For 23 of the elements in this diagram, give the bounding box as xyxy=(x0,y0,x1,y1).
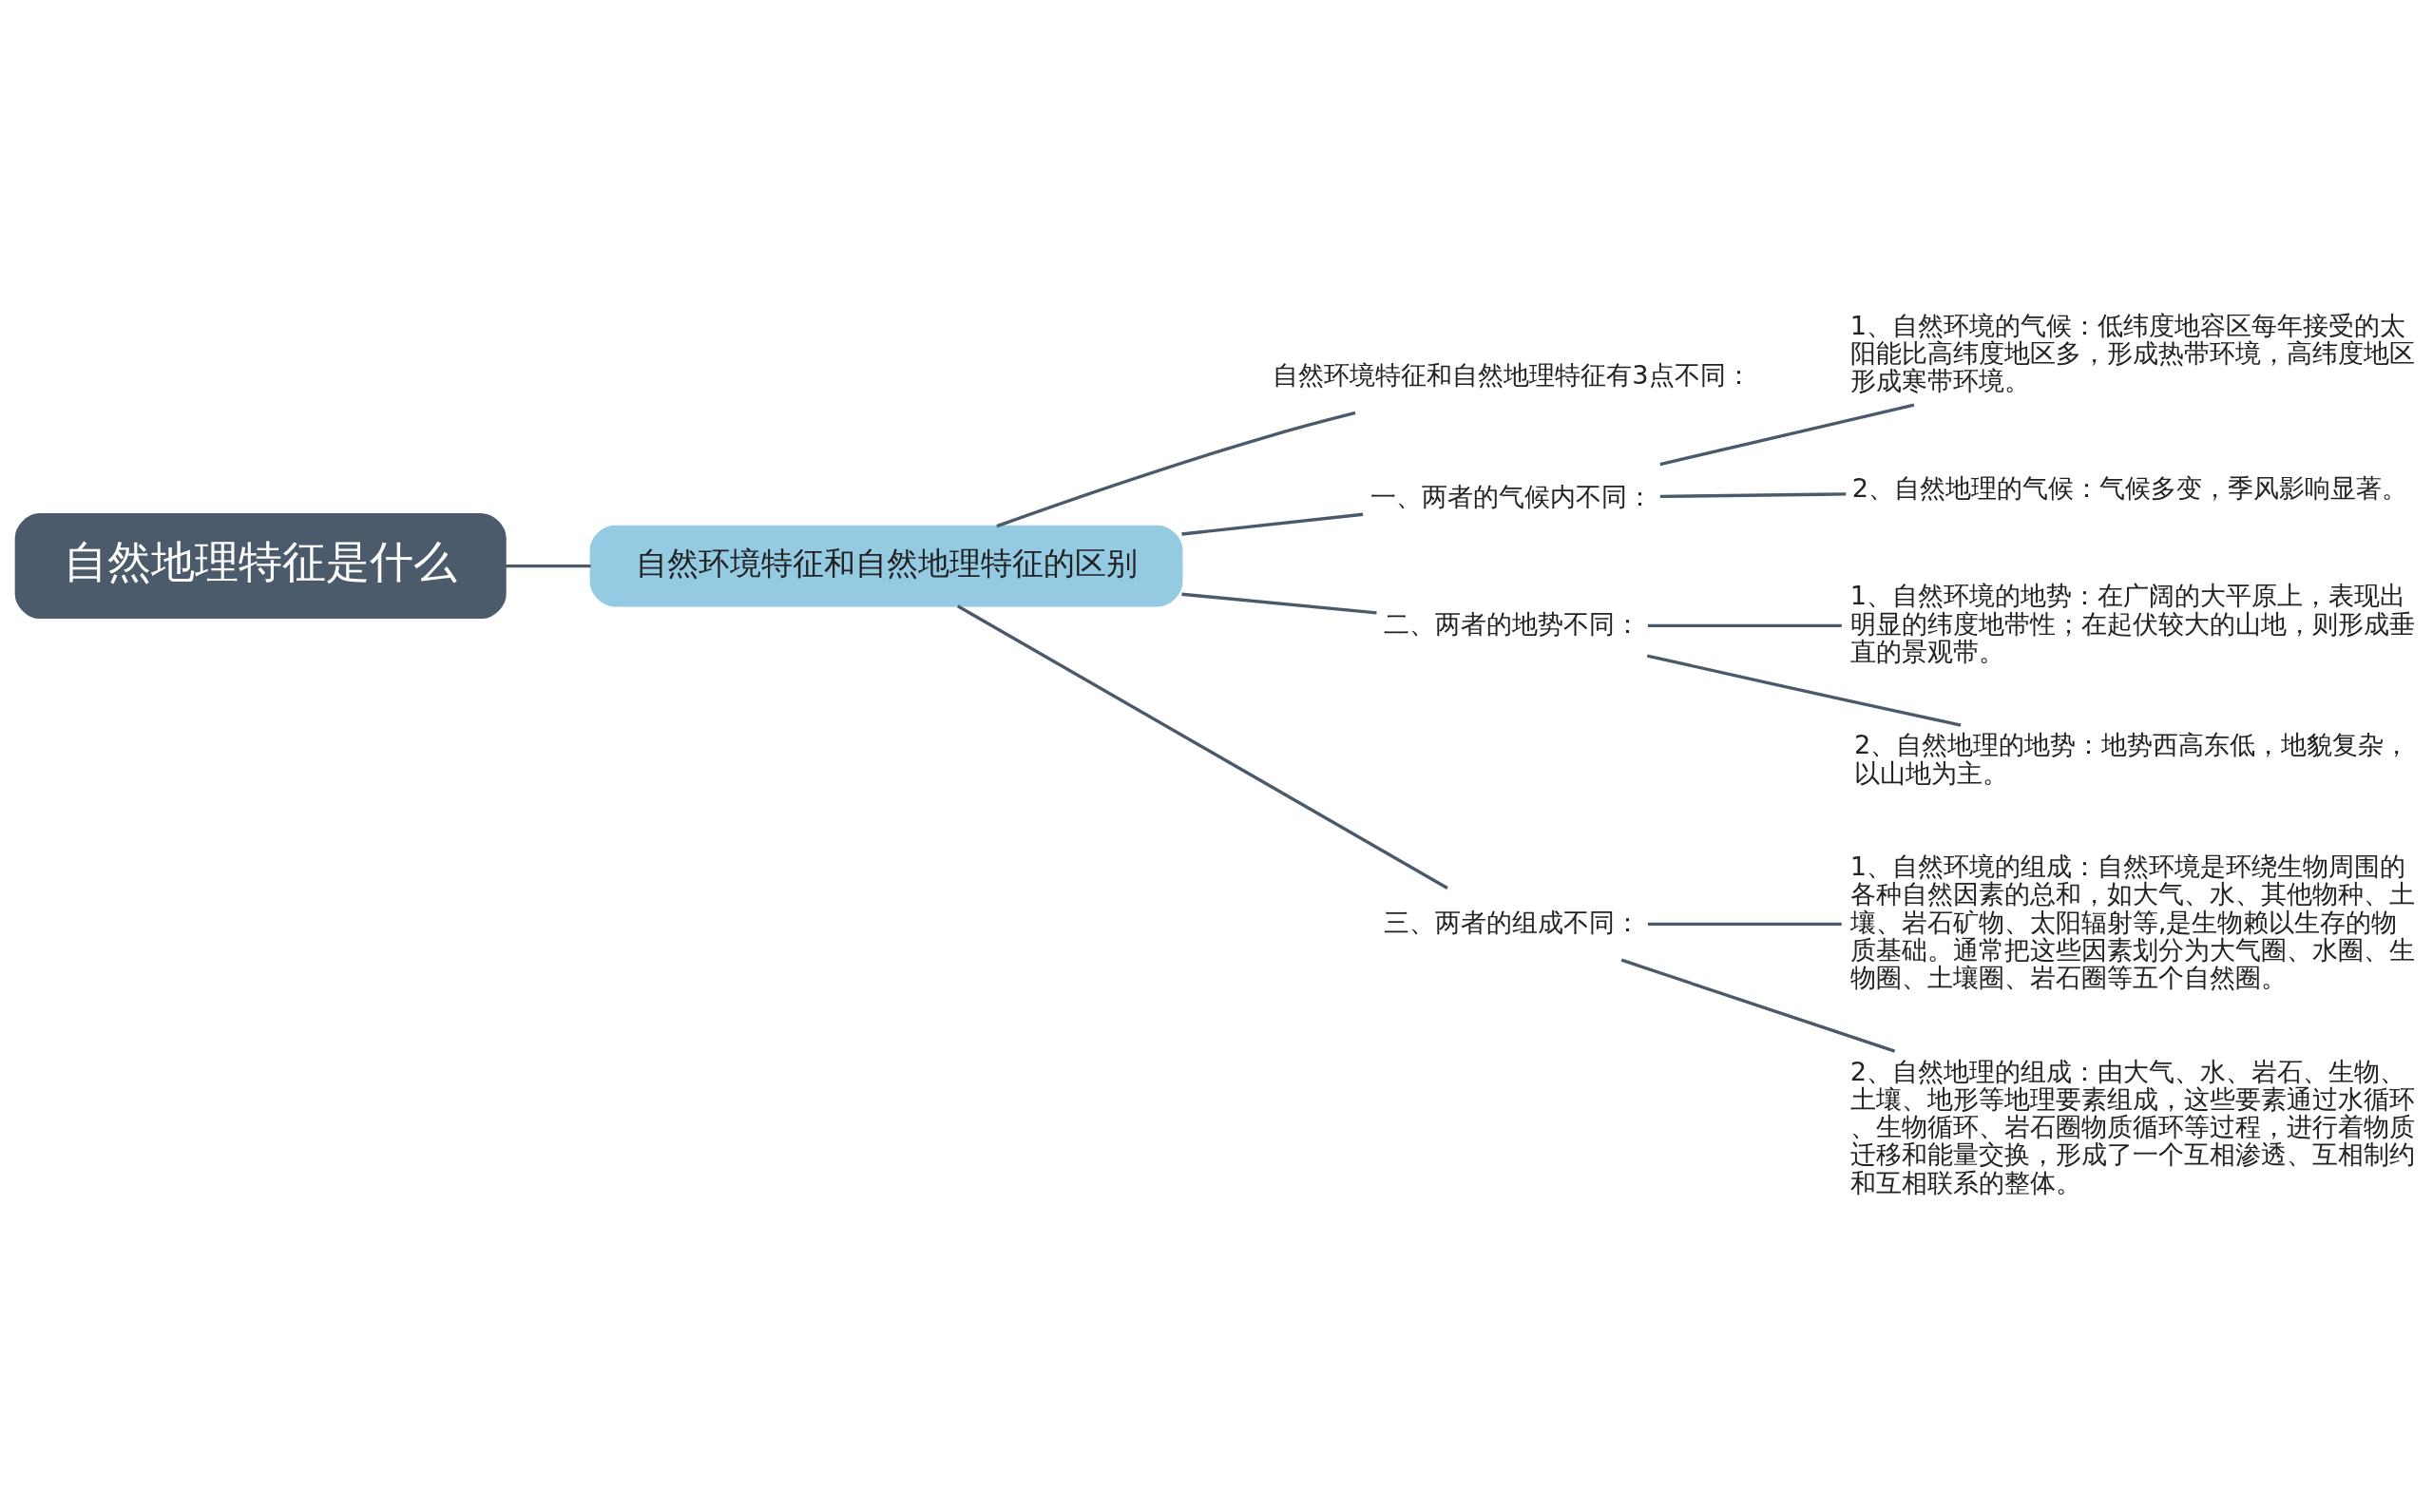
node-text: 自然环境特征和自然地理特征有3点不同： xyxy=(1273,359,1752,390)
connector xyxy=(1181,592,1377,615)
node-text: 二、两者的地势不同： xyxy=(1383,608,1640,639)
connector xyxy=(996,411,1356,528)
node-text: 2、自然地理的气候：气候多变，季风影响显著。 xyxy=(1851,473,2407,504)
node-text: 1、自然环境的气候：低纬度地容区每年接受的太阳能比高纬度地区多，形成热带环境，高纬度地区形成寒带环境。 xyxy=(1849,310,2415,396)
connector xyxy=(1647,922,1842,927)
connector xyxy=(1620,958,1896,1053)
node-text: 2、自然地理的组成：由大气、水、岩石、生物、土壤、地形等地理要素组成，这些要素通过水循环、生物循环、岩石圈物质循环等过程，进行着物质迁移和能量交换，形成了一个互相渗透、互相制约和互相联系的整体。 xyxy=(1849,1056,2415,1197)
node-text: 2、自然地理的地势：地势西高东低，地貌复杂，以山地为主。 xyxy=(1853,730,2410,788)
node-text: 一、两者的气候内不同： xyxy=(1370,481,1654,511)
connector xyxy=(1659,403,1915,467)
connector xyxy=(1181,512,1364,536)
node-text: 三、两者的组成不同： xyxy=(1383,907,1640,937)
connector xyxy=(956,604,1448,890)
node-box: 自然环境特征和自然地理特征的区别 xyxy=(589,525,1183,607)
node-box: 自然地理特征是什么 xyxy=(14,513,507,620)
connector xyxy=(1646,654,1962,727)
connector xyxy=(506,564,591,568)
node-text: 1、自然环境的地势：在广阔的大平原上，表现出明显的纬度地带性；在起伏较大的山地，则形成垂直的景观带。 xyxy=(1849,581,2415,666)
node-text: 1、自然环境的组成：自然环境是环绕生物周围的各种自然因素的总和，如大气、水、其他物种、土壤、岩石矿物、太阳辐射等,是生物赖以生存的物质基础。通常把这些因素划分为大气圈、水圈、生物圈、土壤圈、岩石圈等五个自然圈。 xyxy=(1849,851,2415,993)
connector xyxy=(1647,623,1842,628)
connector xyxy=(1659,492,1847,499)
